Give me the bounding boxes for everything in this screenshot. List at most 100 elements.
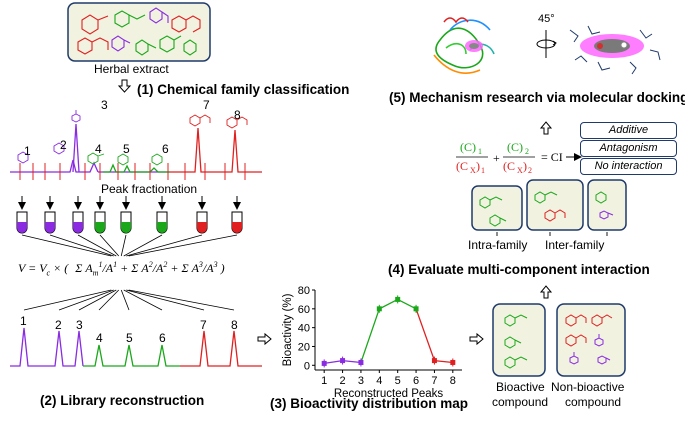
- peak-number-4: 4: [95, 142, 102, 156]
- svg-text:1: 1: [481, 166, 485, 175]
- tube-fill: [121, 222, 131, 233]
- x-tick-label: 6: [413, 375, 419, 387]
- inter-family-box-2: [587, 179, 627, 231]
- bottom-peak-3: 3: [76, 318, 83, 332]
- tube-fill: [157, 222, 167, 233]
- step3-title: (3) Bioactivity distribution map: [270, 396, 469, 411]
- tube-fill: [95, 222, 105, 233]
- inter-family-box-1: [526, 179, 584, 231]
- svg-text:(C: (C: [456, 159, 468, 173]
- inter-family-molecules-2: [595, 191, 614, 220]
- converge-line: [21, 234, 112, 257]
- bottom-peak-2: 2: [55, 318, 62, 332]
- interaction-none: No interaction: [580, 158, 677, 175]
- peak-number-1: 1: [24, 144, 31, 158]
- bottom-peak-7: 7: [200, 318, 207, 332]
- tube-fill: [17, 222, 27, 233]
- inter-family-molecules-1: [534, 191, 566, 222]
- tube-fill: [197, 222, 207, 233]
- herbal-extract-label: Herbal extract: [94, 62, 169, 76]
- peak-number-7: 7: [203, 98, 210, 112]
- svg-text:1: 1: [478, 147, 482, 156]
- y-axis-label: Bioactivity (%): [282, 293, 294, 366]
- protein-structure: [433, 17, 495, 74]
- diverge-line: [98, 289, 120, 311]
- y-tick-label: 40: [298, 323, 310, 335]
- diverge-line: [78, 289, 117, 311]
- bioactive-label-line2: compound: [492, 395, 549, 409]
- step2-title: (2) Library reconstruction: [40, 393, 205, 408]
- data-point: [450, 359, 456, 365]
- diverge-line: [123, 289, 163, 311]
- x-tick-label: 2: [340, 375, 346, 387]
- bottom-peak-8: 8: [231, 318, 238, 332]
- converge-line: [120, 234, 127, 257]
- x-tick-label: 5: [395, 375, 401, 387]
- converge-line: [126, 234, 203, 257]
- diverge-line: [58, 289, 114, 311]
- tube-fill: [73, 222, 83, 233]
- peak-number-8: 8: [234, 108, 241, 122]
- data-point: [376, 306, 382, 312]
- tube-fill: [45, 222, 55, 233]
- step4-title: (4) Evaluate multi-component interaction: [388, 262, 650, 277]
- diverge-line: [23, 289, 112, 311]
- diverge-line: [126, 289, 205, 311]
- converge-line: [123, 234, 163, 257]
- peak-number-3: 3: [101, 98, 108, 112]
- series-segment: [415, 308, 436, 361]
- non-bioactive-label-line2: compound: [565, 395, 622, 409]
- x-tick-label: 3: [358, 375, 364, 387]
- diverge-line: [128, 289, 235, 311]
- data-point: [395, 296, 401, 302]
- non-bioactive-compound-box: [556, 303, 626, 377]
- top-chromatogram: [10, 123, 262, 173]
- bottom-peak-1: 1: [20, 314, 27, 328]
- peak-number-6: 6: [162, 142, 169, 156]
- non-bioactive-molecules: [565, 314, 613, 365]
- data-point: [340, 358, 346, 364]
- series-segment: [379, 298, 398, 310]
- herbal-extract-molecules: [77, 7, 201, 56]
- y-tick-label: 20: [298, 341, 310, 353]
- svg-text:(C): (C): [460, 140, 476, 154]
- interaction-additive: Additive: [580, 122, 677, 139]
- peak-markers: [19, 163, 246, 180]
- data-point: [413, 306, 419, 312]
- data-point: [431, 358, 437, 364]
- data-point: [321, 360, 327, 366]
- bioactive-compound-box: [492, 303, 546, 377]
- peak-fractionation-label: Peak fractionation: [101, 182, 198, 196]
- converge-line: [77, 234, 117, 257]
- x-axis-label: Reconstructed Peaks: [334, 388, 444, 400]
- hollow-arrow-icon: [117, 79, 132, 93]
- step1-title: (1) Chemical family classification: [137, 82, 350, 97]
- data-point: [358, 359, 364, 365]
- svg-text:): ): [523, 159, 527, 173]
- bottom-peak-4: 4: [96, 331, 103, 345]
- series-segment: [434, 359, 453, 364]
- converge-line: [49, 234, 114, 257]
- svg-text:X: X: [517, 166, 523, 175]
- svg-text:2: 2: [528, 166, 532, 175]
- herbal-extract-box: [67, 2, 211, 62]
- x-tick-label: 4: [376, 375, 382, 387]
- peak-number-5: 5: [123, 142, 130, 156]
- svg-text:): ): [476, 159, 480, 173]
- rotation-angle-label: 45°: [538, 13, 555, 25]
- intra-family-box: [471, 185, 523, 231]
- rotation-icon: [536, 30, 557, 58]
- peak-number-2: 2: [60, 138, 67, 152]
- volume-formula: V = Vc × ( Σ Am1/A1 + Σ A2/A2 + Σ A3/A3 …: [18, 260, 225, 278]
- hollow-arrow-up-icon-2: [539, 121, 553, 135]
- x-tick-label: 1: [321, 375, 327, 387]
- non-bioactive-label-line1: Non-bioactive: [551, 380, 625, 394]
- converge-line: [128, 234, 238, 257]
- fraction-tubes: [16, 196, 243, 234]
- series-segment: [342, 359, 362, 364]
- series-segment: [324, 359, 343, 365]
